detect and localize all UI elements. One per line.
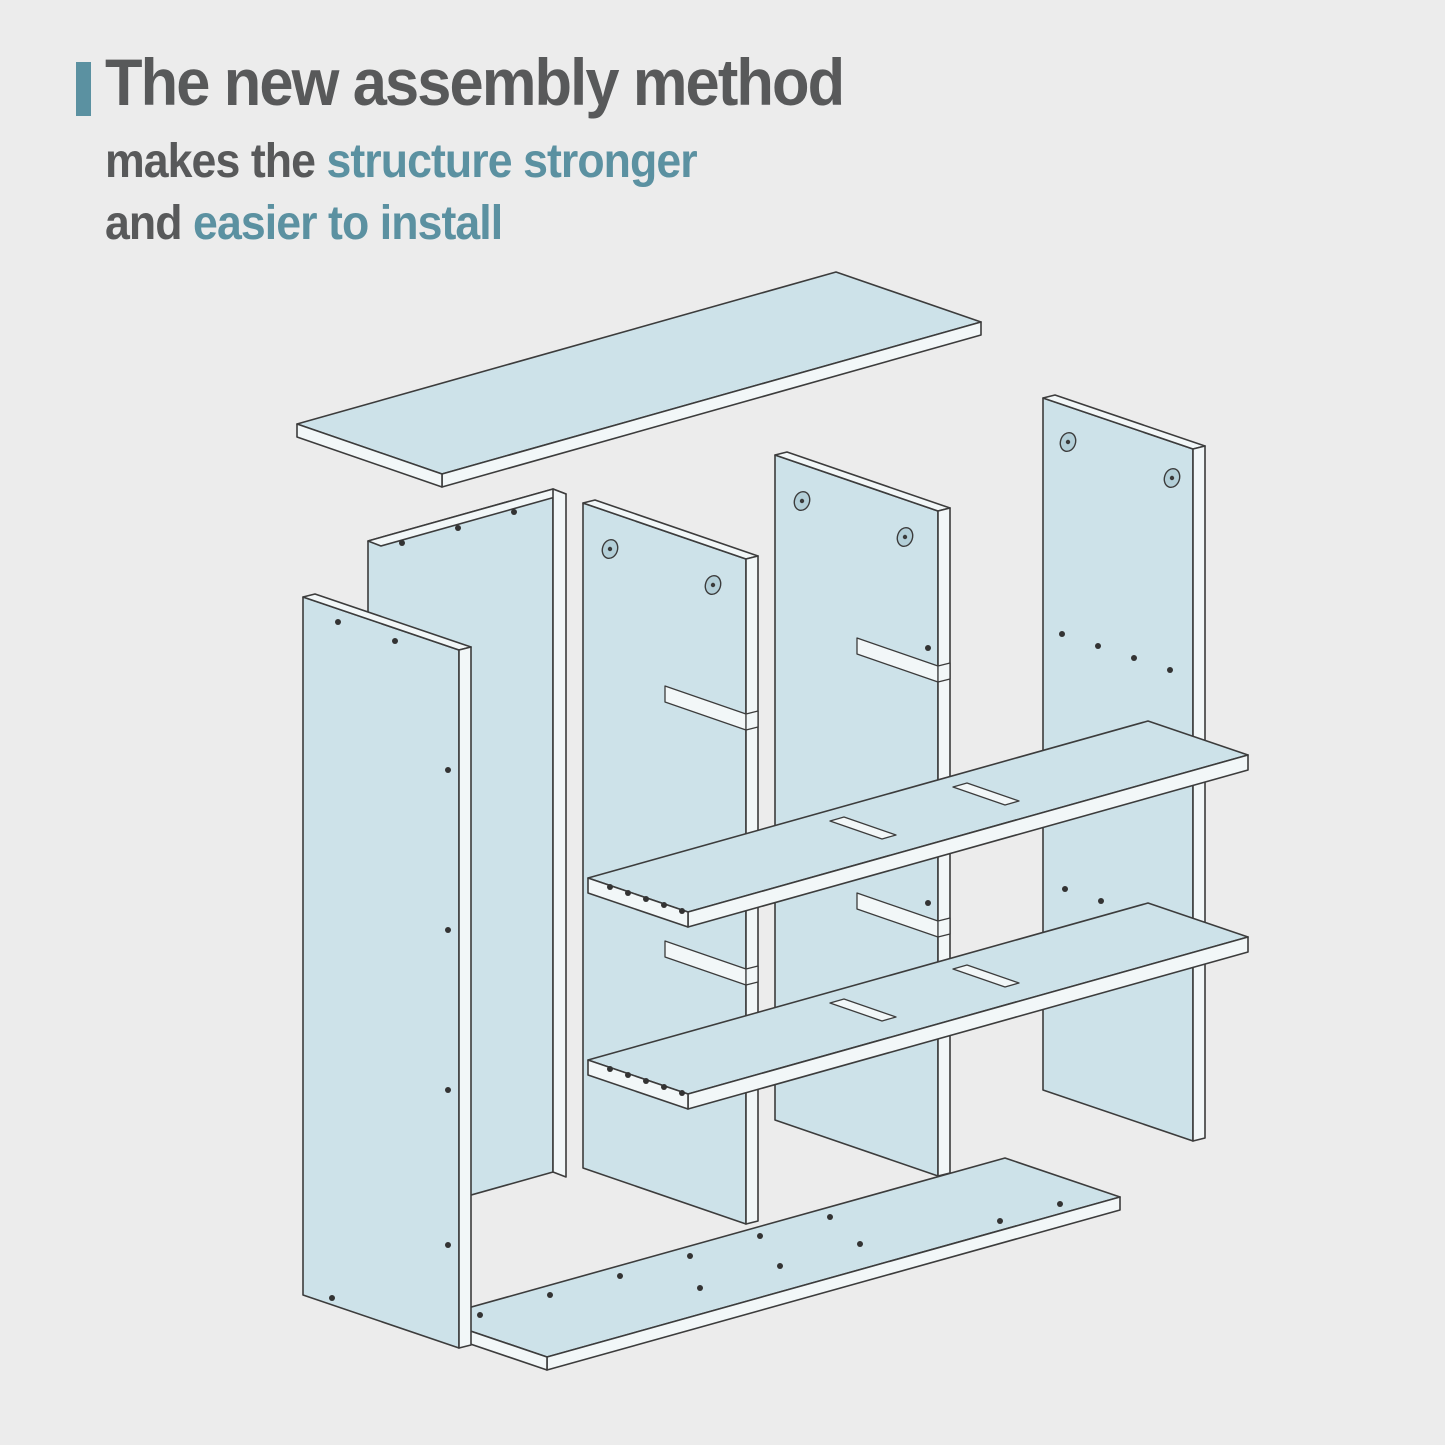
screw-holes [329,619,451,1301]
lower-shelf-left-edge [587,1059,689,1110]
upper-shelf-left-edge [587,877,689,928]
screw-holes [607,1066,685,1096]
screw-holes [477,1201,1063,1318]
cam-lock-holes [601,538,722,596]
bottom-panel [431,1157,1121,1371]
back-panel-side-edge [552,488,567,1178]
page-title: The new assembly method [105,45,845,119]
subtitle-line3: and easier to install [105,193,843,254]
top-panel-left-edge [296,423,443,488]
heading-block: The new assembly method makes the struct… [76,45,899,254]
right-panel-side-edge [1192,445,1206,1142]
top-panel-top-face [296,271,982,475]
upper-shelf [587,720,1249,928]
divider1-lower-slot-notch [745,965,759,986]
bottom-panel-top-face [431,1157,1121,1358]
cam-lock-holes [1059,431,1181,489]
subtitle-line3-prefix: and [105,196,194,250]
left-panel-face [302,596,460,1349]
lower-shelf-slot-1 [829,998,897,1022]
subtitle-line2: makes the structure stronger [105,131,843,192]
cam-lock-holes [793,490,914,548]
lower-shelf [587,902,1249,1110]
screw-holes [607,884,685,914]
divider2-upper-slot-notch [937,662,951,683]
subtitle-line3-highlight: easier to install [193,196,503,250]
left-panel-side-edge [458,646,472,1349]
subtitle-line2-highlight: structure stronger [326,135,697,189]
accent-bar [76,62,91,116]
screw-holes [925,645,931,906]
divider1-upper-slot-notch [745,710,759,731]
subtitle-line2-prefix: makes the [105,135,327,189]
divider2-lower-slot-notch [937,917,951,938]
left-side-panel [302,593,472,1349]
top-panel [296,271,982,488]
lower-shelf-slot-2 [952,964,1020,988]
upper-shelf-slot-2 [952,782,1020,806]
upper-shelf-slot-1 [829,816,897,840]
